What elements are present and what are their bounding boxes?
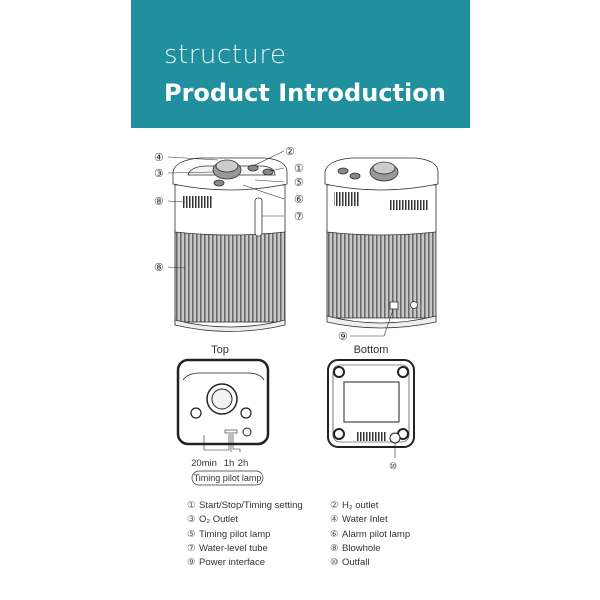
bottom-view-label: Bottom xyxy=(354,344,389,356)
callout-10: ⑩ xyxy=(389,461,397,471)
callout-2: ② xyxy=(285,146,295,158)
white-body xyxy=(174,184,286,236)
timing-caption-pill xyxy=(191,470,264,486)
top-view-label: Top xyxy=(211,344,229,356)
subtitle: structure xyxy=(164,40,287,70)
callout-7: ⑦ xyxy=(294,211,304,223)
callout-1: ① xyxy=(294,163,304,175)
callout-6: ⑥ xyxy=(294,194,304,206)
callout-labels: ④ ③ ⑧ ⑧ ② ① ⑤ ⑥ ⑦ ⑨ xyxy=(154,146,348,343)
callout-4: ④ xyxy=(154,152,164,164)
leader-lines xyxy=(167,150,394,337)
device-rear-view xyxy=(324,157,439,329)
water-level-tube xyxy=(254,197,263,237)
callout-8b: ⑧ xyxy=(154,262,164,274)
callout-9: ⑨ xyxy=(338,331,348,343)
ribbed-lower-body xyxy=(174,229,286,323)
device-front-view xyxy=(172,157,288,332)
page-title: Product Introduction xyxy=(164,79,446,107)
timing-1h: 1h xyxy=(224,458,235,469)
callout-3: ③ xyxy=(154,168,164,180)
timing-20min: 20min xyxy=(191,458,217,469)
header-banner: structure Product Introduction xyxy=(131,0,470,128)
blowhole-vent xyxy=(183,196,213,208)
bottom-view-drawing xyxy=(327,359,415,458)
top-view-drawing xyxy=(176,358,270,452)
timing-caption: Timing pilot lamp xyxy=(194,473,262,483)
callout-5: ⑤ xyxy=(294,177,304,189)
timing-2h: 2h xyxy=(238,458,249,469)
callout-8: ⑧ xyxy=(154,196,164,208)
power-interface xyxy=(389,301,399,310)
